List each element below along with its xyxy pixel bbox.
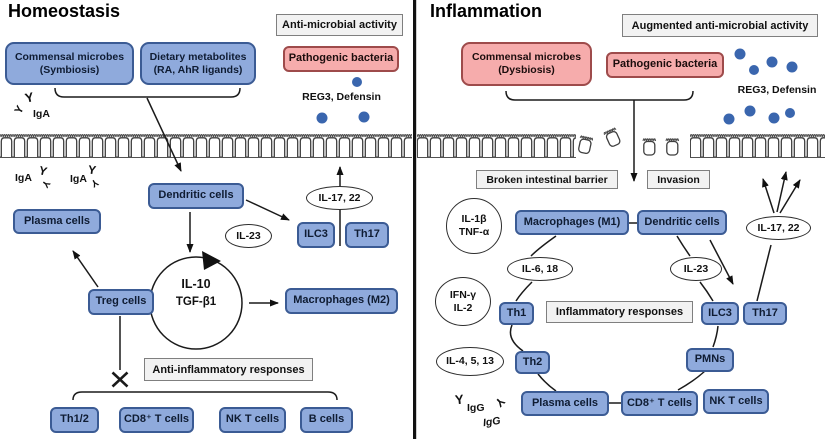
line-pmns-to-ilc3 <box>712 325 719 348</box>
broken-intestinal-barrier-label: Broken intestinal barrier <box>476 170 618 189</box>
anti-inflammatory-responses-label: Anti-inflammatory responses <box>144 358 313 381</box>
nk-t-cells-node-left: NK T cells <box>219 407 286 433</box>
b-cells-node: B cells <box>300 407 353 433</box>
iga-label: IgA <box>15 172 32 184</box>
nk-t-cells-node-right: NK T cells <box>703 389 769 414</box>
arrow-dendritic-to-ilc3-right <box>709 239 734 285</box>
il10-label: IL-10 <box>181 277 211 291</box>
node-label-line2: (RA, AhR ligands) <box>153 63 243 76</box>
line-cd8-to-pmns <box>677 370 706 391</box>
node-label-line1: Dietary metabolites <box>149 50 247 63</box>
cytokine-line1: IL-1β <box>461 213 487 226</box>
line-ilc3-to-il23 <box>699 281 714 302</box>
bracket-microbes-metabolites <box>54 87 241 98</box>
arrow-il17-up-1 <box>762 178 775 214</box>
intestinal-barrier-broken <box>417 127 825 158</box>
line-th17-to-il17 <box>756 244 772 302</box>
th2-node: Th2 <box>515 351 550 374</box>
detached-cell <box>642 138 657 156</box>
plasma-cells-node-left: Plasma cells <box>13 209 101 234</box>
inflammatory-responses-label: Inflammatory responses <box>546 301 693 323</box>
tgfb1-label: TGF-β1 <box>175 296 217 308</box>
th1-node: Th1 <box>499 302 534 325</box>
cytokine-line2: IL-2 <box>453 301 473 314</box>
antimicrobial-activity-label: Anti-microbial activity <box>276 14 403 36</box>
il17-22-cytokine-right: IL-17, 22 <box>746 216 811 240</box>
arrow-treg-to-plasma <box>72 250 99 288</box>
line-m1-to-il6 <box>530 235 557 257</box>
plasma-cells-node-right: Plasma cells <box>521 391 609 416</box>
node-label-line1: Commensal microbes <box>471 51 582 64</box>
igg-label: IgG <box>467 402 485 414</box>
line-th1-to-th2 <box>509 324 524 352</box>
reg3-defensin-text-right: REG3, Defensin <box>737 84 817 96</box>
augmented-antimicrobial-label: Augmented anti-microbial activity <box>622 14 818 37</box>
commensal-microbes-symbiosis-node: Commensal microbes (Symbiosis) <box>5 42 134 85</box>
inhibition-x-icon <box>111 371 129 388</box>
macrophages-m1-node: Macrophages (M1) <box>515 210 629 235</box>
node-label-line2: (Symbiosis) <box>39 63 100 76</box>
cd8-t-cells-node-left: CD8⁺ T cells <box>119 407 194 433</box>
node-label-line1: Commensal microbes <box>14 50 125 63</box>
cycle-arrowhead <box>202 251 221 270</box>
il6-18-cytokine: IL-6, 18 <box>507 257 573 281</box>
il1b-tnfa-cytokine: IL-1β TNF-α <box>446 198 502 254</box>
arrow-il17-up-2 <box>776 171 788 213</box>
pathogenic-bacteria-node-left: Pathogenic bacteria <box>283 46 399 72</box>
bracket-suppressed-cells <box>72 391 338 401</box>
commensal-microbes-dysbiosis-node: Commensal microbes (Dysbiosis) <box>461 42 592 86</box>
detached-cell <box>665 138 680 156</box>
detached-cell <box>576 135 594 155</box>
il23-cytokine-right: IL-23 <box>670 257 722 281</box>
reg3-defensin-text-left: REG3, Defensin <box>302 91 381 103</box>
line-il6-to-th1 <box>515 281 533 302</box>
cytokine-line2: TNF-α <box>458 226 490 238</box>
iga-label: IgA <box>33 108 50 120</box>
inflammation-title: Inflammation <box>430 1 543 21</box>
intestinal-barrier-intact <box>0 131 412 158</box>
dietary-metabolites-node: Dietary metabolites (RA, AhR ligands) <box>140 42 256 85</box>
arrow-to-dendritic-cells <box>146 97 182 172</box>
iga-label: IgA <box>70 173 87 185</box>
macrophages-m2-node: Macrophages (M2) <box>285 288 398 314</box>
pmns-node: PMNs <box>686 348 734 372</box>
th17-node-left: Th17 <box>345 222 389 248</box>
treg-cells-node: Treg cells <box>88 289 154 315</box>
ilc3-node-right: ILC3 <box>701 302 739 325</box>
line-th2-to-plasma <box>537 373 557 392</box>
cycle-cytokines: IL-10 TGF-β1 <box>154 277 238 308</box>
dendritic-cells-node-left: Dendritic cells <box>148 183 244 209</box>
th17-node-right: Th17 <box>743 302 787 325</box>
th1-2-node: Th1/2 <box>50 407 99 433</box>
arrow-il17-up-3 <box>779 179 801 214</box>
il4-5-13-cytokine: IL-4, 5, 13 <box>436 347 504 376</box>
homeostasis-title: Homeostasis <box>8 1 121 21</box>
cd8-t-cells-node-right: CD8⁺ T cells <box>621 391 698 416</box>
ilc3-node-left: ILC3 <box>297 222 335 248</box>
il17-22-cytokine-left: IL-17, 22 <box>306 186 373 210</box>
il23-cytokine-left: IL-23 <box>225 224 272 248</box>
inflammation-connectors <box>505 90 801 404</box>
detached-cell <box>602 127 623 149</box>
dendritic-cells-node-right: Dendritic cells <box>637 210 727 235</box>
ifng-il2-cytokine: IFN-γ IL-2 <box>435 277 491 326</box>
invasion-label: Invasion <box>647 170 710 189</box>
arrow-dendritic-to-ilc3 <box>245 199 290 221</box>
bracket-dysbiosis-pathogens <box>505 90 694 101</box>
cytokine-line1: IFN-γ <box>449 288 477 301</box>
igg-antibody-icon: Y <box>454 391 465 408</box>
igg-label: IgG <box>482 414 502 430</box>
node-label-line2: (Dysbiosis) <box>498 64 555 76</box>
line-il23-to-dendritic <box>676 235 691 257</box>
antimicrobial-dots <box>316 48 798 125</box>
panel-divider <box>413 0 417 439</box>
pathogenic-bacteria-node-right: Pathogenic bacteria <box>606 52 724 78</box>
